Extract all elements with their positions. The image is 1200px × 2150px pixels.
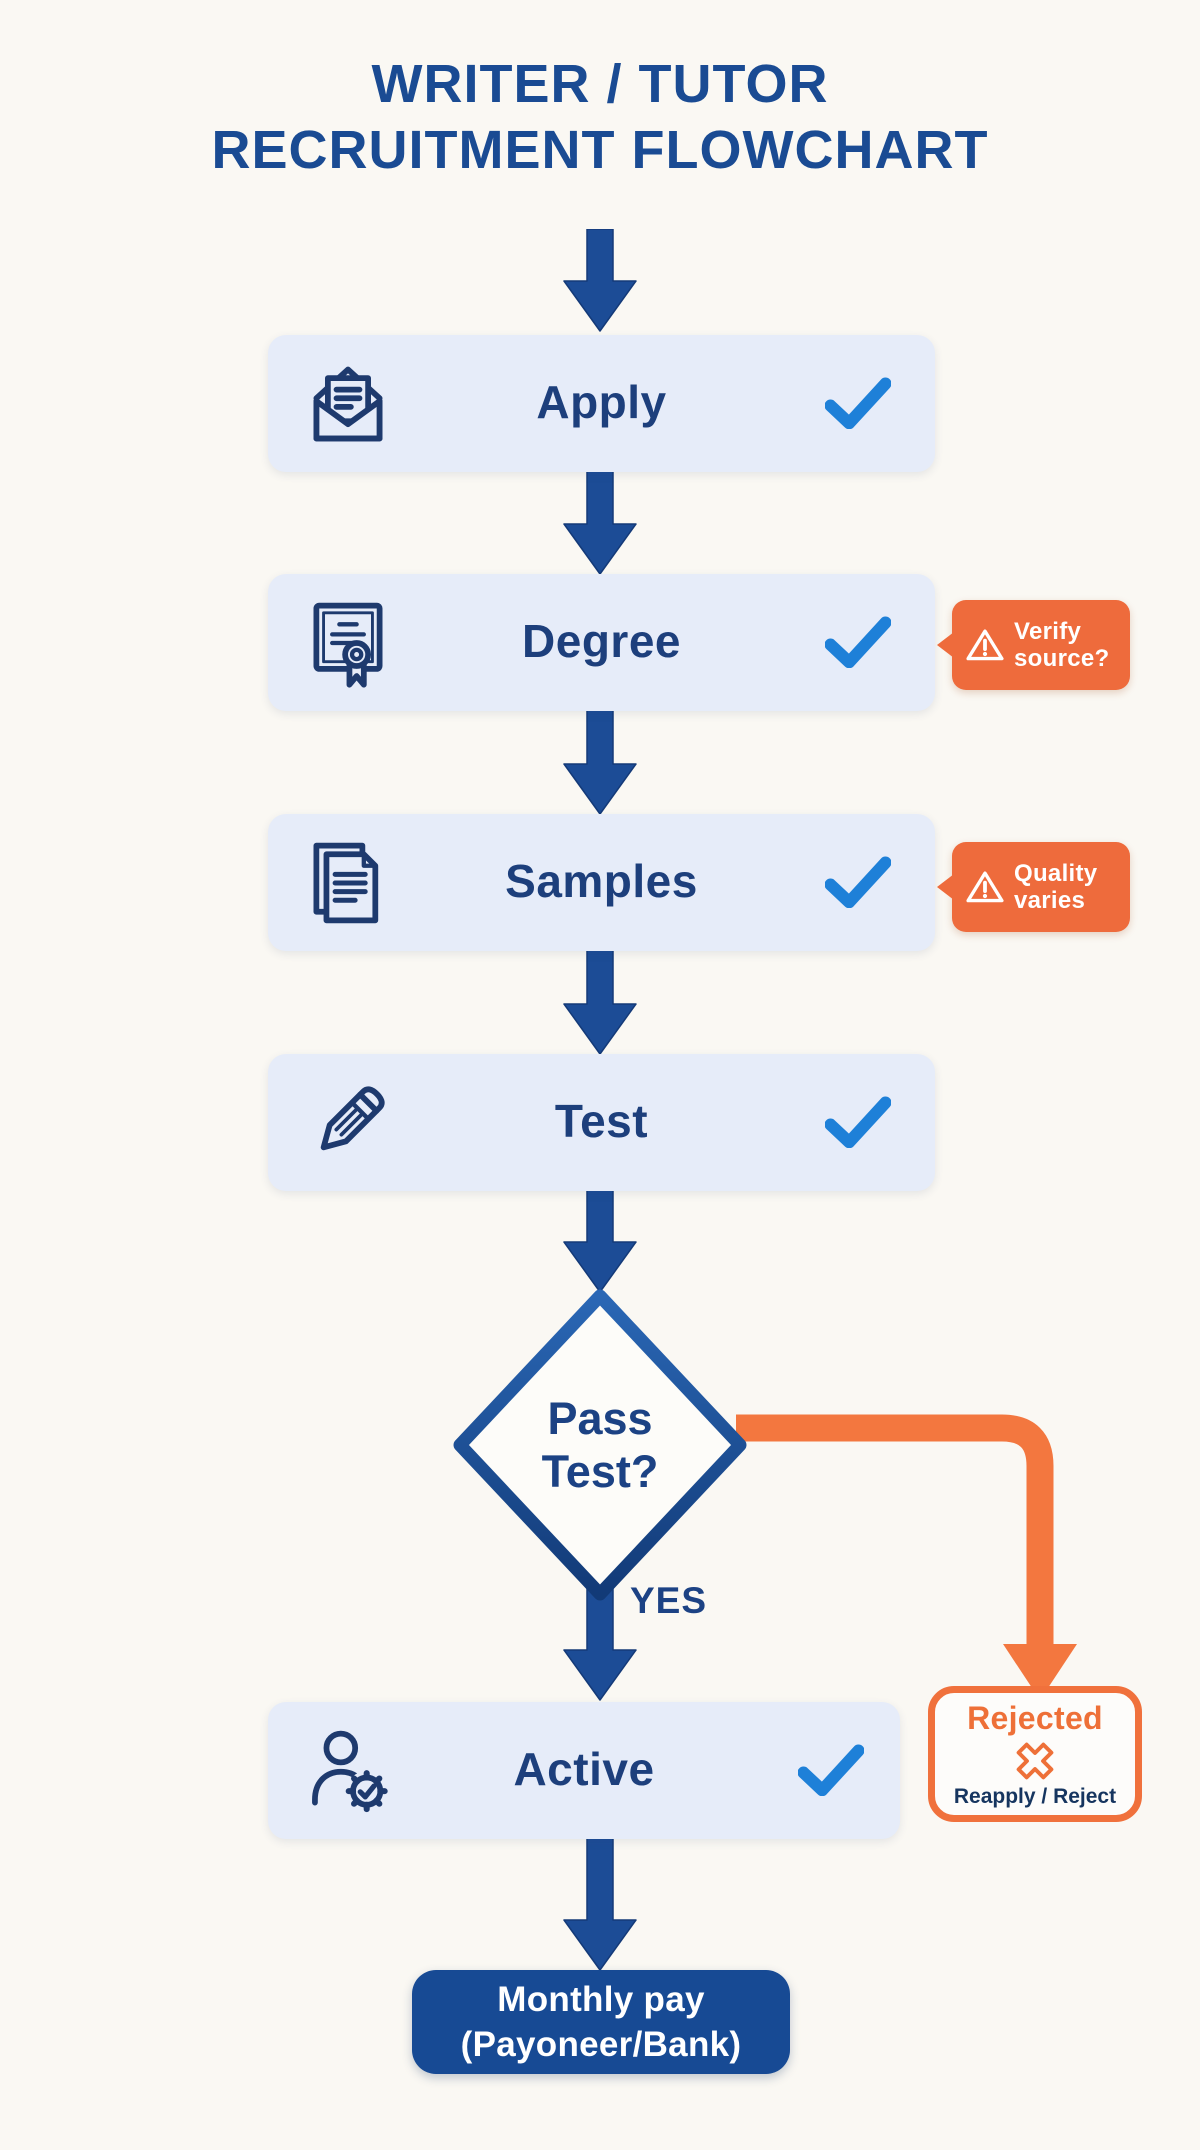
final-line1: Monthly pay — [497, 1979, 705, 2019]
step-label-active: Active — [513, 1742, 655, 1795]
user-gear-check-icon — [302, 1725, 394, 1817]
warning-badge-quality-varies: Quality varies — [952, 842, 1130, 932]
step-box-samples: Samples — [268, 814, 935, 951]
yes-arrow-down-icon — [563, 1580, 637, 1701]
certificate-icon — [302, 597, 394, 689]
check-icon — [797, 1744, 865, 1798]
step-label-test: Test — [554, 1094, 649, 1147]
warning-triangle-icon — [966, 870, 1004, 904]
decision-diamond: Pass Test? — [452, 1288, 748, 1602]
flow-arrow-down-icon — [563, 468, 637, 575]
page-title: WRITER / TUTOR RECRUITMENT FLOWCHART — [0, 52, 1200, 184]
decision-label: Pass Test? — [541, 1392, 659, 1497]
no-branch-arrow-icon — [736, 1414, 1077, 1700]
warning-triangle-icon — [966, 628, 1004, 662]
check-icon — [824, 616, 892, 670]
rejected-title: Rejected — [967, 1699, 1103, 1736]
check-icon — [824, 377, 892, 431]
flow-arrow-down-icon — [563, 708, 637, 815]
check-icon — [824, 856, 892, 910]
final-box-monthly-pay: Monthly pay (Payoneer/Bank) — [412, 1970, 790, 2074]
warning-badge-text: Verify source? — [1014, 617, 1110, 672]
yes-label: YES — [630, 1580, 708, 1621]
warning-badge-verify-source: Verify source? — [952, 600, 1130, 690]
flow-arrow-down-icon — [563, 1834, 637, 1971]
step-box-apply: Apply — [268, 335, 935, 472]
check-icon — [824, 1096, 892, 1150]
page-title-line2: RECRUITMENT FLOWCHART — [211, 119, 989, 180]
final-line2: (Payoneer/Bank) — [460, 2025, 742, 2064]
envelope-icon — [302, 358, 394, 450]
rejected-card: Rejected Reapply / Reject — [928, 1686, 1142, 1822]
reject-x-icon — [1014, 1740, 1056, 1782]
flow-arrow-down-icon — [563, 1186, 637, 1293]
rejected-subtitle: Reapply / Reject — [953, 1784, 1117, 1808]
pencil-icon — [302, 1077, 394, 1169]
step-label-samples: Samples — [505, 854, 698, 907]
documents-icon — [302, 837, 394, 929]
page-title-line1: WRITER / TUTOR — [371, 54, 829, 114]
flow-arrow-down-icon — [563, 229, 637, 332]
warning-badge-text: Quality varies — [1014, 859, 1098, 914]
step-label-apply: Apply — [536, 375, 667, 428]
step-box-active: Active — [268, 1702, 900, 1839]
step-box-degree: Degree — [268, 574, 935, 711]
flow-arrow-down-icon — [563, 948, 637, 1055]
diamond-shape — [453, 1289, 747, 1601]
step-label-degree: Degree — [522, 614, 681, 667]
step-box-test: Test — [268, 1054, 935, 1191]
